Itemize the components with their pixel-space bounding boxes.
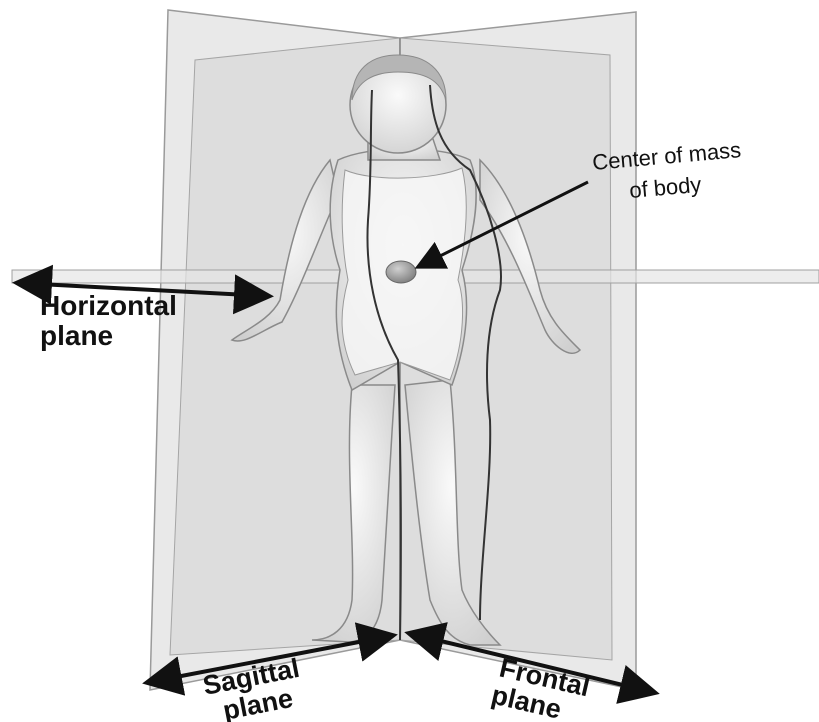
horizontal-plane-label-line2: plane (40, 320, 113, 351)
center-of-mass-label-line2: of body (628, 172, 702, 203)
horizontal-plane-label-line1: Horizontal (40, 290, 177, 321)
center-of-mass-marker (386, 261, 416, 283)
